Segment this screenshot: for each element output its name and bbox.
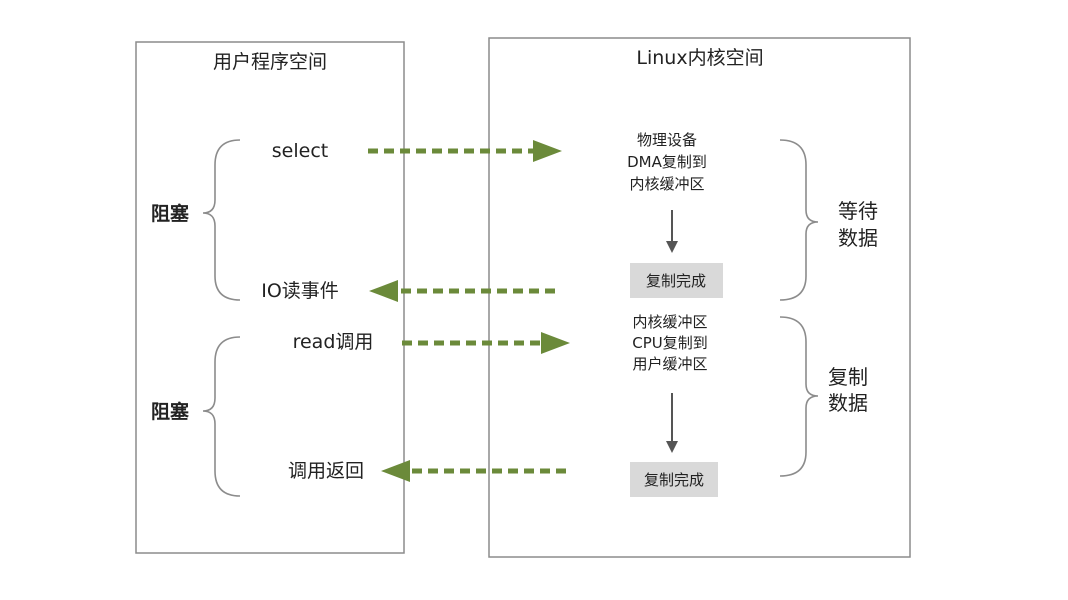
cpu-line-2: CPU复制到 <box>632 334 708 352</box>
down-arrow-1 <box>666 210 678 253</box>
down-arrow-2 <box>666 393 678 453</box>
block-label-1: 阻塞 <box>151 202 190 225</box>
copy-data-line-2: 数据 <box>828 391 868 415</box>
kernel-space-title: Linux内核空间 <box>636 47 763 69</box>
read-call-label: read调用 <box>293 331 374 353</box>
cpu-line-3: 用户缓冲区 <box>632 355 707 373</box>
kernel-space-panel <box>488 37 911 558</box>
left-brace-2 <box>202 336 241 497</box>
copy-done-label-1: 复制完成 <box>646 272 706 290</box>
copy-data-line-1: 复制 <box>828 365 868 389</box>
user-space-panel <box>135 41 405 554</box>
copy-done-box-1 <box>630 263 723 298</box>
left-brace-1 <box>202 139 241 301</box>
block-label-2: 阻塞 <box>151 400 190 423</box>
cpu-line-1: 内核缓冲区 <box>632 313 707 331</box>
call-return-label: 调用返回 <box>288 460 364 482</box>
copy-done-label-2: 复制完成 <box>644 471 704 489</box>
io-read-event-arrow <box>369 280 555 302</box>
right-brace-2 <box>779 316 819 477</box>
dma-line-2: DMA复制到 <box>627 153 707 171</box>
call-return-arrow <box>381 460 566 482</box>
select-label: select <box>272 140 328 162</box>
wait-data-line-2: 数据 <box>838 226 878 250</box>
user-space-title: 用户程序空间 <box>213 51 327 73</box>
io-read-event-label: IO读事件 <box>261 280 339 302</box>
dma-line-3: 内核缓冲区 <box>629 175 704 193</box>
select-arrow <box>368 140 562 162</box>
read-call-arrow <box>402 332 570 354</box>
right-brace-1 <box>779 139 819 301</box>
dma-line-1: 物理设备 <box>637 131 697 149</box>
copy-done-box-2 <box>630 462 718 497</box>
wait-data-line-1: 等待 <box>838 199 878 223</box>
